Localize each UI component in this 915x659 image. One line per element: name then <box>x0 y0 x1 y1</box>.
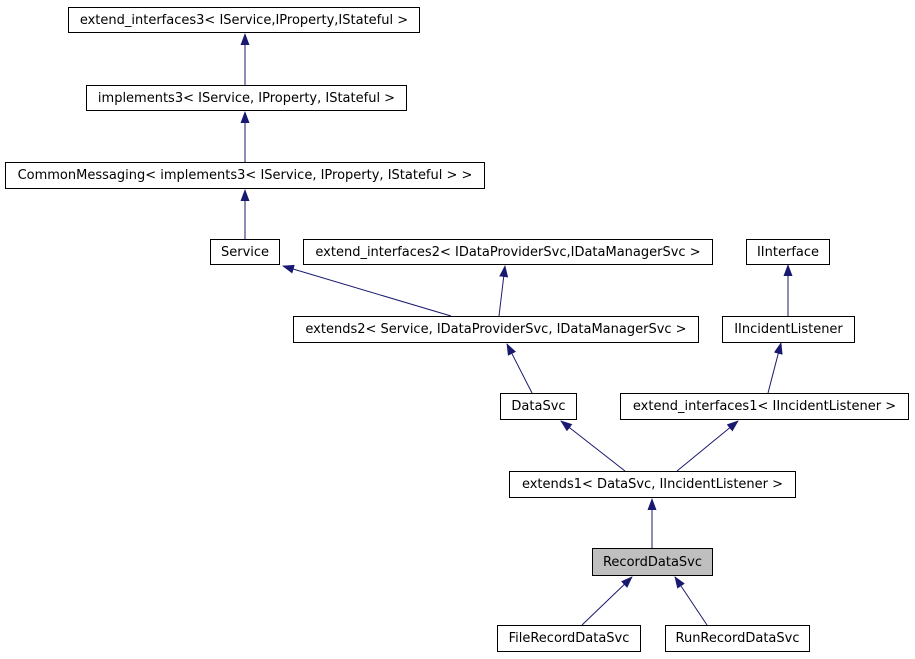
node-extend-interfaces2[interactable]: extend_interfaces2< IDataProviderSvc,IDa… <box>303 239 713 265</box>
node-extend-interfaces3[interactable]: extend_interfaces3< IService,IProperty,I… <box>68 7 420 33</box>
edge-FileRecordDataSvc-RecordDataSvc <box>581 576 633 626</box>
edge-RunRecordDataSvc-RecordDataSvc <box>674 576 708 626</box>
node-datasvc[interactable]: DataSvc <box>500 393 577 420</box>
node-common-messaging[interactable]: CommonMessaging< implements3< IService, … <box>5 162 485 189</box>
node-implements3[interactable]: implements3< IService, IProperty, IState… <box>86 85 407 111</box>
node-run-record-datasvc[interactable]: RunRecordDataSvc <box>665 625 810 652</box>
edge-extend_interfaces1-IIncidentListener <box>767 342 783 394</box>
edge-DataSvc-extends2 <box>506 343 533 394</box>
node-file-record-datasvc[interactable]: FileRecordDataSvc <box>497 625 641 652</box>
node-iincident-listener[interactable]: IIncidentListener <box>722 316 855 343</box>
edge-extends1-DataSvc <box>560 420 626 472</box>
node-extend-interfaces1[interactable]: extend_interfaces1< IIncidentListener > <box>620 393 909 420</box>
node-extends2[interactable]: extends2< Service, IDataProviderSvc, IDa… <box>293 316 699 343</box>
node-extends1[interactable]: extends1< DataSvc, IIncidentListener > <box>509 471 796 498</box>
node-service[interactable]: Service <box>210 239 280 265</box>
edge-extends2-extend_interfaces2 <box>498 265 509 317</box>
node-record-datasvc: RecordDataSvc <box>592 548 713 576</box>
node-iinterface[interactable]: IInterface <box>746 239 830 265</box>
edge-extends2-Service <box>282 264 452 317</box>
edge-extends1-extend_interfaces1 <box>676 420 739 472</box>
